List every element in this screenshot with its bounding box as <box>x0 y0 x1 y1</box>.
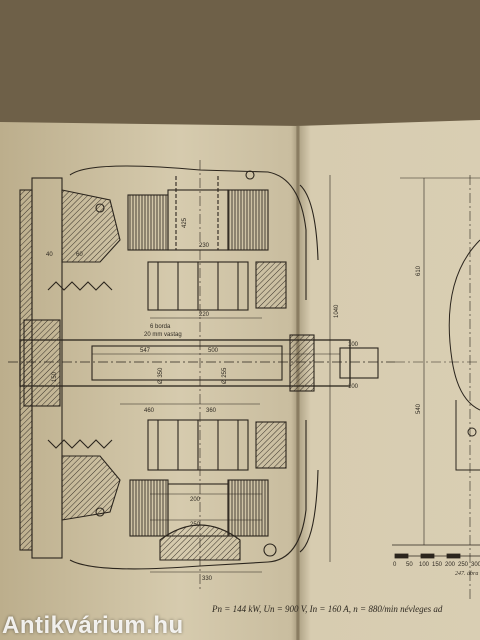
shaft-end <box>339 347 379 379</box>
scale-bar-tick-label: 100 <box>419 562 430 568</box>
scale-bar-segment <box>446 553 461 559</box>
dim-dia-left: Ø 350 <box>158 367 164 384</box>
watermark-logo: Antikvárium.hu <box>2 612 184 639</box>
housing-frame-curve <box>299 184 319 553</box>
right-page <box>296 120 480 640</box>
side-view-foot <box>455 400 480 471</box>
dim-lower-wide: 250 <box>190 522 201 528</box>
armature-slots-lower <box>157 420 239 470</box>
dim-shaft-left: 547 <box>140 348 151 354</box>
dimension-labels: 425 230 40 60 220 547 500 Ø 350 Ø 255 46… <box>46 217 359 582</box>
lower-bearing-housing <box>61 455 121 521</box>
dim-lower-mid: 200 <box>190 497 201 503</box>
armature-end-lower <box>255 421 287 469</box>
dim-shaft-right: 500 <box>208 348 219 354</box>
figure-number: 247. ábra <box>455 571 479 577</box>
bolt-lower-left <box>95 507 105 517</box>
upper-pole-right <box>227 189 269 251</box>
side-view-bolt <box>467 427 477 437</box>
dim-upper-left: 40 <box>46 252 53 258</box>
left-bearing <box>23 319 61 407</box>
bolt-lower-right <box>263 543 277 557</box>
armature-end-upper <box>255 261 287 309</box>
dim-shaft-end-bot: 100 <box>348 384 359 390</box>
motor-side-view-drawing <box>392 175 480 600</box>
dim-bottom: 330 <box>202 576 213 582</box>
dim-upper-mid: 60 <box>76 252 83 258</box>
upper-pole-left <box>127 194 169 251</box>
scale-bar-segment <box>394 553 409 559</box>
dim-lower-left: 460 <box>144 408 155 414</box>
dim-overall-height: 1040 <box>334 304 340 318</box>
side-view-arc <box>448 239 480 411</box>
armature-slots-upper <box>157 262 239 310</box>
motor-cross-section-drawing <box>8 160 395 590</box>
upper-bearing-housing <box>61 189 121 263</box>
dim-shaft-end-top: 100 <box>348 342 359 348</box>
coil-lower-left <box>47 439 113 449</box>
scale-bar <box>394 553 480 559</box>
shaft <box>19 339 351 387</box>
dim-dia-right: Ø 255 <box>222 367 228 384</box>
housing-lower-outline <box>69 420 307 570</box>
dim-left-small: 150 <box>52 371 58 382</box>
annotation-line-1: 6 borda <box>150 324 171 330</box>
right-bearing <box>289 334 315 392</box>
dim-top-width: 230 <box>199 243 210 249</box>
lower-pole-left <box>129 479 169 537</box>
scale-bar-tick-label: 250 <box>458 562 469 568</box>
scale-bar-tick-label: 300 <box>471 562 480 568</box>
scale-bar-segment <box>420 553 435 559</box>
shaft-core <box>91 345 283 381</box>
dim-right-lower: 540 <box>416 403 422 414</box>
dim-top-vertical: 425 <box>182 217 188 228</box>
scale-bar-tick-label: 50 <box>406 562 413 568</box>
upper-pole-centerlines <box>175 176 219 250</box>
dim-right-height: 610 <box>416 265 422 276</box>
annotation-line-2: 20 mm vastag <box>144 332 182 338</box>
figure-caption: Pn = 144 kW, Un = 900 V, In = 160 A, n =… <box>212 604 443 614</box>
dim-lower-right: 360 <box>206 408 217 414</box>
bolt-upper-left <box>95 203 105 213</box>
scale-bar-tick-label: 0 <box>393 562 397 568</box>
dim-rotor-width: 220 <box>199 312 210 318</box>
scale-bar-tick-label: 200 <box>445 562 456 568</box>
bolt-top-right <box>245 170 255 180</box>
lower-pole-right <box>227 479 269 537</box>
coil-upper-left <box>47 281 113 291</box>
scale-bar-tick-label: 150 <box>432 562 443 568</box>
